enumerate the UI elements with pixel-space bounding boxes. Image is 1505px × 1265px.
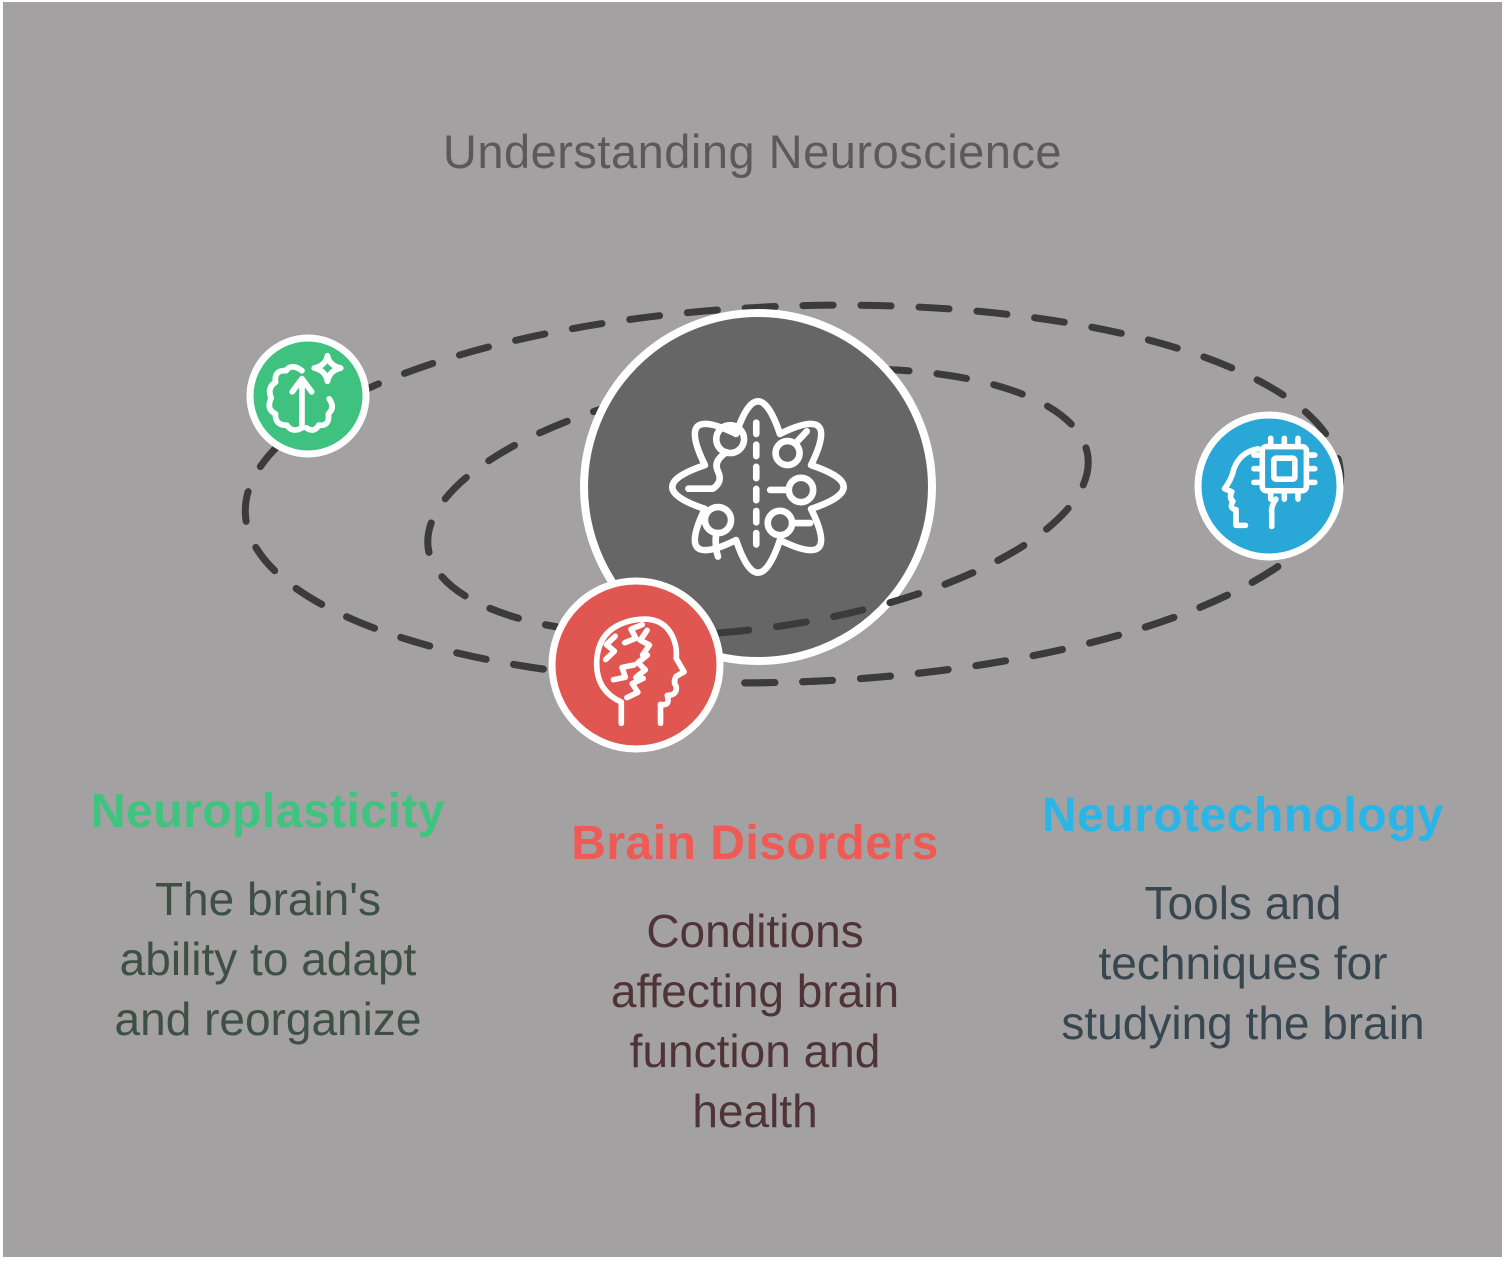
section-description: Tools and techniques for studying the br… [1061, 877, 1425, 1049]
orbit-diagram [241, 301, 1345, 753]
chip-wire [1268, 496, 1279, 530]
up-arrow-head [289, 375, 315, 395]
satellite-neurotechnology [1194, 411, 1344, 561]
lightning-bolt [621, 621, 646, 646]
section-neuroplasticity: Neuroplasticity The brain's ability to a… [48, 784, 488, 1049]
section-title: Brain Disorders [571, 817, 939, 870]
section-neurotechnology: Neurotechnology Tools and techniques for… [1028, 788, 1458, 1053]
brain-network-icon [669, 398, 847, 576]
lightning-bolt [637, 627, 653, 658]
section-description: The brain's ability to adapt and reorgan… [114, 873, 422, 1045]
brain-outline [669, 398, 847, 576]
neuron-link [792, 428, 811, 447]
head-profile [1221, 445, 1261, 529]
section-title: Neuroplasticity [90, 785, 446, 838]
lightning-bolt [633, 652, 651, 681]
brain-sparkle-icon [266, 352, 344, 433]
page-title: Understanding Neuroscience [442, 125, 1063, 178]
neuron-node [772, 437, 803, 469]
satellite-neuroplasticity [246, 334, 370, 458]
brain-left-lobe [266, 363, 305, 433]
neuron-link [685, 448, 730, 493]
neuron-link [712, 529, 722, 560]
head-lightning-icon [593, 616, 687, 727]
lightning-bolt [610, 662, 637, 683]
head-chip-icon [1221, 435, 1318, 530]
section-title: Neurotechnology [1041, 789, 1445, 842]
section-brain-disorders: Brain Disorders Conditions affecting bra… [565, 816, 945, 1141]
chip-pins [1251, 435, 1318, 502]
lightning-bolt [602, 633, 618, 663]
satellite-brain-disorders [548, 577, 724, 753]
sparkle [311, 352, 344, 385]
section-description: Conditions affecting brain function and … [610, 905, 900, 1137]
neuroplasticity-circle [246, 334, 370, 458]
canvas: Understanding Neuroscience [3, 2, 1502, 1257]
orbit-outer-front [241, 548, 1345, 687]
neuron-node [712, 421, 748, 457]
head-profile [593, 616, 687, 727]
lightning-bolt [624, 675, 646, 701]
brain-right-lobe [303, 396, 335, 433]
orbit-inner-front [424, 548, 1092, 639]
chip-core [1271, 455, 1298, 482]
